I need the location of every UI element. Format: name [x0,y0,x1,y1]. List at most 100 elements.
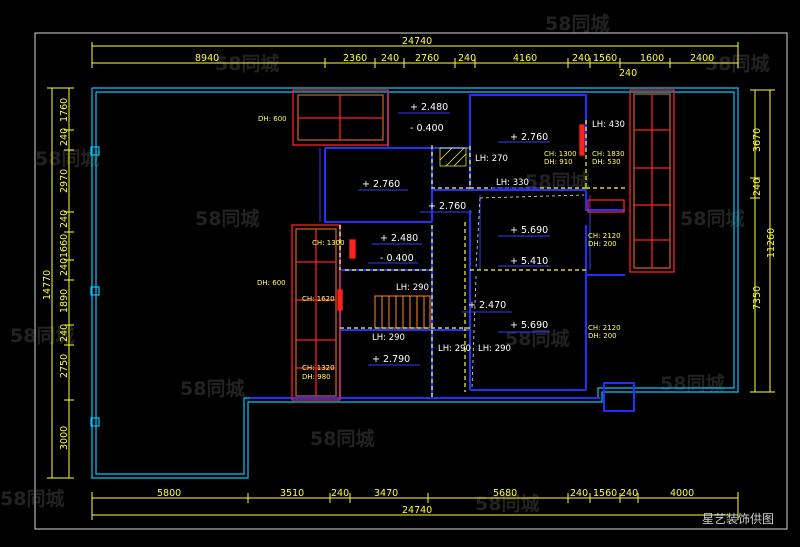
bottom-dimensions: 24740 5800 3510 240 3470 5680 240 1560 2… [157,488,694,516]
height-label: CH: 1300 [312,239,345,247]
top-dim: 1560 [593,53,617,64]
right-dim: 3670 [752,128,763,152]
left-dim: 1760 [59,98,70,122]
height-label: DH: 600 [258,115,287,123]
height-label: CH: 2120 [588,232,621,240]
lh-label: LH: 330 [496,178,529,188]
bottom-dim: 4000 [670,488,694,499]
top-dim-extra: 240 [619,68,637,79]
bottom-dim: 240 [331,488,349,499]
dimension-lines [47,42,775,520]
level-label: - 0.400 [380,253,414,264]
right-dim: 240 [752,178,763,196]
left-dim: 2970 [59,169,70,193]
bottom-dim: 5800 [157,488,181,499]
lh-label: LH: 290 [396,283,429,293]
level-label: - 0.400 [410,123,444,134]
hatched-box [439,147,467,167]
watermark: 58同城 [545,12,609,35]
height-label: DH: 200 [588,240,617,248]
height-label: DH: 200 [588,332,617,340]
bottom-total-dim: 24740 [402,505,432,516]
watermark: 58同城 [195,207,259,230]
staircase [374,295,431,329]
watermark: 58同城 [525,170,589,193]
left-dim: 240 [59,324,70,342]
bottom-dim: 1560 [593,488,617,499]
watermark: 58同城 [680,207,744,230]
level-label: + 2.480 [410,102,448,113]
lh-label: LH: 290 [372,333,405,343]
ceiling-diagonal-lines [471,194,585,389]
top-dim: 240 [572,53,590,64]
lh-label: LH: 430 [592,120,625,130]
left-dim: 3000 [59,426,70,450]
lh-label: LH: 290 [478,344,511,354]
lh-label: LH: 270 [475,154,508,164]
level-underlines [358,112,550,366]
level-label: + 2.760 [428,201,466,212]
right-total-dim: 11260 [766,228,777,258]
top-dim: 4160 [513,53,537,64]
left-dim: 1660 [59,234,70,258]
top-dim: 240 [458,53,476,64]
level-label: + 2.480 [380,233,418,244]
watermark: 58同城 [10,324,74,347]
bottom-dim: 240 [570,488,588,499]
height-label: DH: 530 [592,158,621,166]
drawing-frame [34,32,788,530]
level-annotations: + 2.480 - 0.400 + 2.760 + 2.760 + 2.760 … [362,102,548,365]
watermark: 58同城 [35,147,99,170]
left-dimensions: 14770 1760 240 2970 240 1660 240 1890 24… [42,98,70,450]
level-label: + 2.760 [362,179,400,190]
bottom-dim: 3470 [374,488,398,499]
top-dim: 240 [381,53,399,64]
watermark: 58同城 [180,377,244,400]
interior-walls [250,90,635,412]
top-dim: 1600 [640,53,664,64]
level-label: + 5.690 [510,225,548,236]
image-credit: 星艺装饰供图 [701,512,774,526]
height-label: DH: 600 [257,279,286,287]
height-label: CH: 1620 [302,295,335,303]
cabinets [291,89,675,401]
level-label: + 2.790 [372,354,410,365]
level-label: + 5.690 [510,320,548,331]
watermark: 58同城 [310,427,374,450]
left-dim: 1890 [59,289,70,313]
height-label: CH: 1830 [592,150,625,158]
watermark: 58同城 [660,372,724,395]
left-dim: 240 [59,258,70,276]
height-label: CH: 1320 [302,364,335,372]
height-label: CH: 1300 [544,150,577,158]
left-dim: 2750 [59,354,70,378]
lh-label: LH: 290 [438,344,471,354]
bottom-dim: 3510 [280,488,304,499]
right-dim: 7350 [752,286,763,310]
level-label: + 2.470 [468,300,506,311]
watermark: 58同城 [505,327,569,350]
level-label: + 2.760 [510,132,548,143]
bottom-dim: 5680 [493,488,517,499]
interior-thin-lines [319,148,591,270]
watermark-group: 58同城 58同城 58同城 58同城 58同城 58同城 58同城 58同城 … [0,12,769,515]
left-total-dim: 14770 [42,270,53,300]
left-dim: 240 [59,128,70,146]
height-label: DH: 910 [544,158,573,166]
top-dim: 8940 [195,53,219,64]
top-dimensions: 24740 8940 2360 240 2760 240 4160 240 15… [195,36,714,79]
lh-labels: LH: 430 LH: 270 LH: 330 LH: 290 LH: 290 … [372,120,625,354]
height-labels: DH: 600 DH: 600 CH: 1300 CH: 1620 CH: 13… [257,115,625,381]
watermark: 58同城 [0,487,64,510]
top-dim: 2760 [415,53,439,64]
right-dimensions: 11260 3670 240 7350 [752,128,777,310]
bottom-dim: 240 [620,488,638,499]
top-dim: 2360 [343,53,367,64]
top-dim: 2400 [690,53,714,64]
level-label: + 5.410 [510,256,548,267]
top-total-dim: 24740 [402,36,432,47]
left-dim: 240 [59,210,70,228]
height-label: CH: 2120 [588,324,621,332]
height-label: DH: 980 [302,373,331,381]
